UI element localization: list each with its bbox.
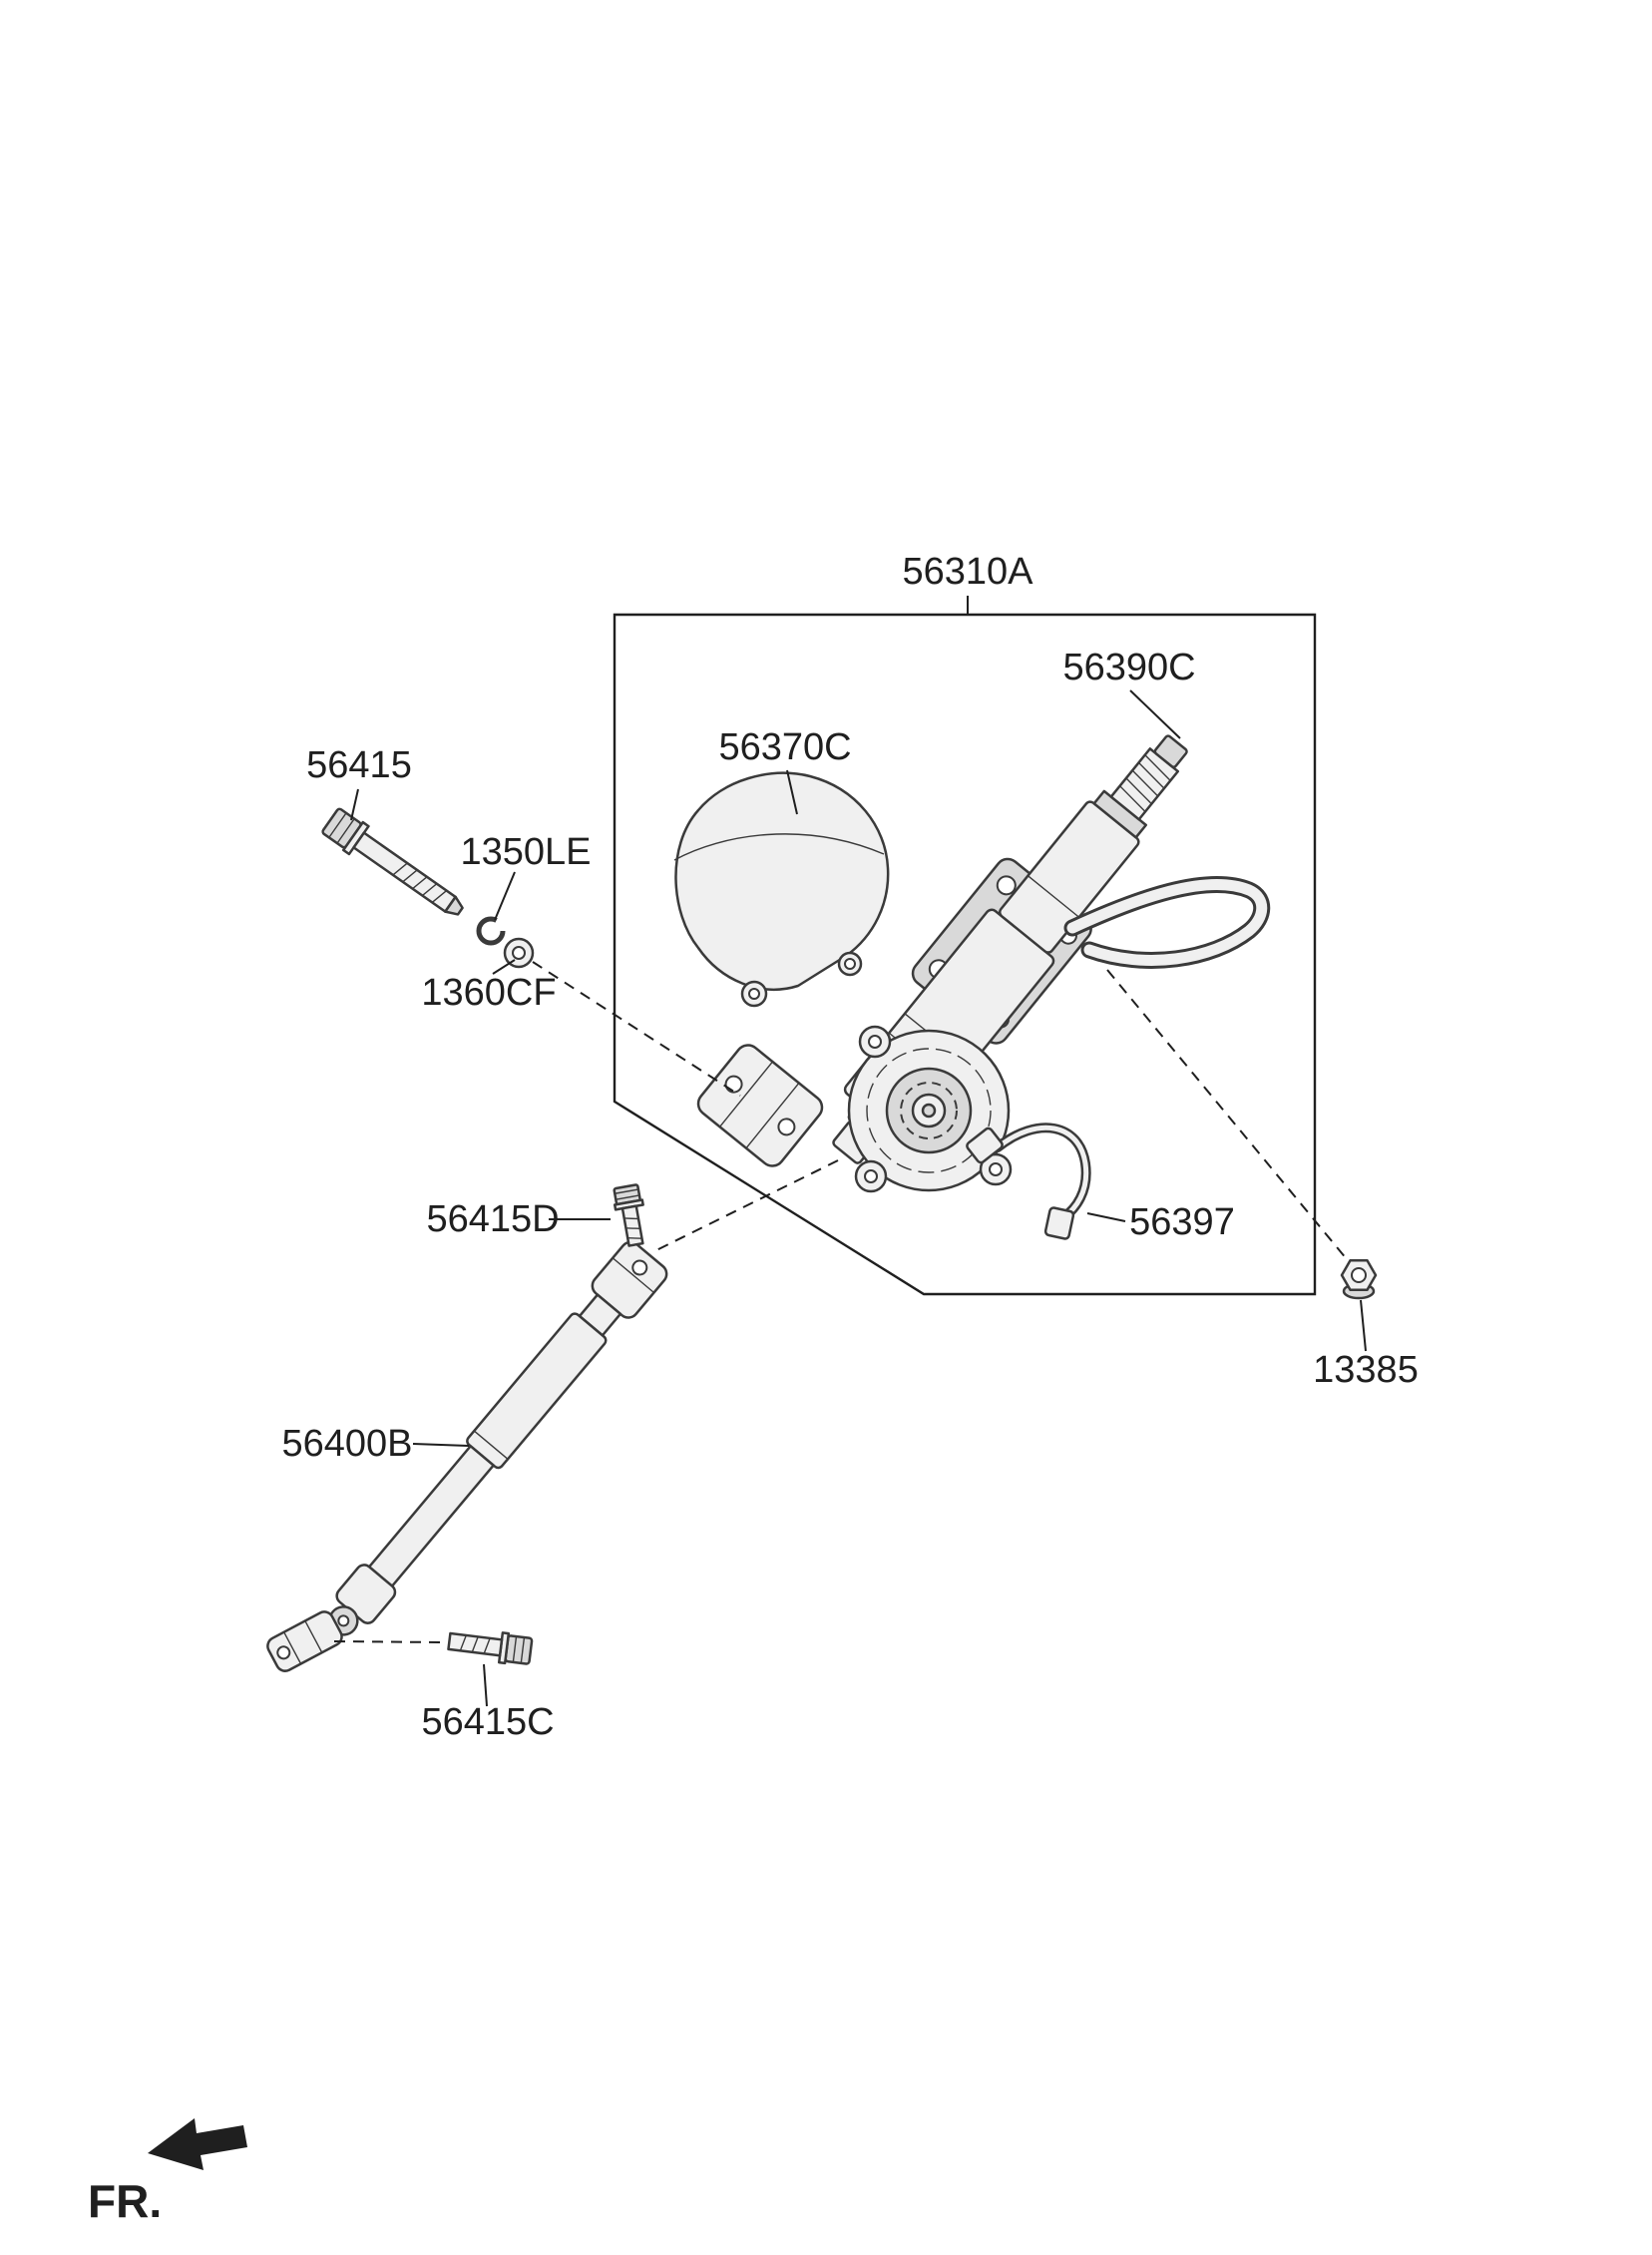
leader-56370C (786, 769, 798, 815)
callout-56415C: 56415C (421, 1701, 554, 1743)
leader-1360CF (492, 959, 516, 975)
alignment-dashed-lines (333, 961, 1348, 1643)
dash-bracket-to-nut (1106, 969, 1348, 1260)
leader-13385 (1360, 1299, 1367, 1352)
bolt-56415-drawing (321, 807, 464, 916)
callout-56310A: 56310A (902, 551, 1033, 593)
callout-56370C: 56370C (718, 726, 851, 768)
leader-56415 (350, 788, 359, 821)
callout-56390C: 56390C (1062, 647, 1195, 688)
leader-1350LE (494, 871, 516, 921)
tilt-clamp-drawing (696, 1044, 824, 1167)
callout-1350LE: 1350LE (460, 831, 591, 873)
bolt-56415C-drawing (447, 1631, 534, 1665)
nut-13385-drawing (1340, 1259, 1378, 1300)
leader-56415C (483, 1663, 488, 1707)
callout-56415D: 56415D (426, 1198, 559, 1240)
leader-56390C (1129, 689, 1181, 739)
callout-56415: 56415 (306, 744, 412, 786)
callout-56400B: 56400B (281, 1423, 412, 1465)
front-arrow-icon (148, 2118, 247, 2170)
washer-1360CF-drawing (503, 937, 535, 969)
assembly-boundary-box (613, 613, 1317, 1296)
callout-56397: 56397 (1129, 1201, 1235, 1243)
tilt-lever-drawing (1063, 875, 1271, 969)
leader-lines (350, 596, 1367, 1707)
washer-1350LE-drawing (476, 916, 506, 946)
leader-56397 (1086, 1212, 1126, 1222)
callout-13385: 13385 (1313, 1349, 1419, 1391)
callout-1360CF: 1360CF (421, 972, 556, 1014)
intermediate-shaft-drawing (266, 1240, 668, 1672)
dash-column-to-ujoint (651, 1159, 839, 1253)
gear-housing-drawing (847, 1025, 1013, 1193)
wire-harness-drawing (966, 1123, 1091, 1240)
dash-washers-to-clamp (532, 961, 741, 1097)
leader-56400B (412, 1443, 470, 1447)
dash-yoke-to-bolt (333, 1640, 444, 1643)
motor-cover-drawing (673, 771, 890, 1008)
bolt-56415D-drawing (613, 1183, 644, 1247)
front-marker-label: FR. (88, 2175, 162, 2227)
front-direction-marker: FR. (88, 2118, 247, 2227)
